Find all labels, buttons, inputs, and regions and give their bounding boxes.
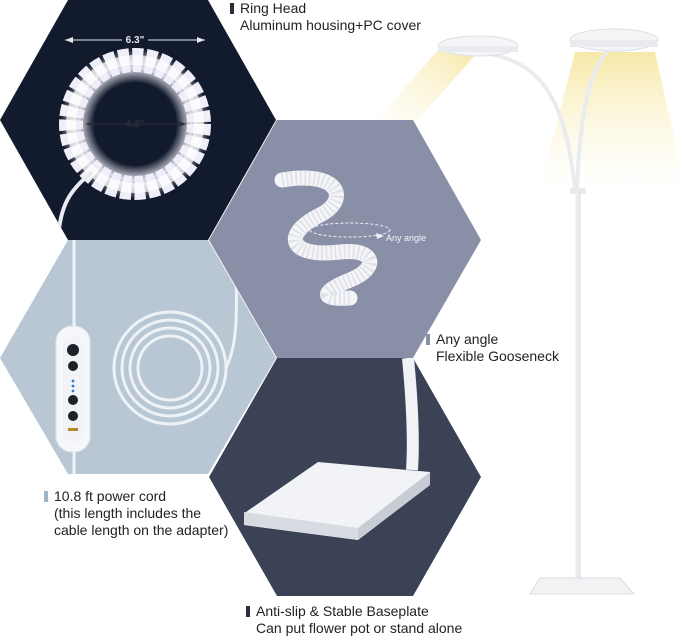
- inner-dimension-label: 4.3": [126, 119, 145, 130]
- caption-marker: [44, 491, 48, 502]
- any-angle-label: Any angle: [386, 233, 426, 243]
- floor-lamp: [437, 28, 659, 595]
- caption-marker: [246, 606, 250, 617]
- gooseneck-caption: Any angle Flexible Gooseneck: [426, 331, 559, 365]
- power-cord-hexagon: [0, 240, 276, 474]
- brightness-button-icon: [68, 395, 78, 405]
- ring-head-title: Ring Head: [240, 0, 307, 16]
- ring-head-hexagon: 6.3" 4.3": [0, 0, 276, 240]
- gooseneck-title: Any angle: [436, 331, 499, 347]
- power-button-icon: [67, 344, 79, 356]
- gooseneck-hexagon: Any angle: [209, 120, 481, 358]
- power-cord-note-1: (this length includes the: [54, 505, 202, 521]
- power-cord-note-2: cable length on the adapter): [54, 522, 229, 538]
- ring-head-subtitle: Aluminum housing+PC cover: [240, 17, 421, 33]
- baseplate-subtitle: Can put flower pot or stand alone: [256, 620, 463, 636]
- gooseneck-subtitle: Flexible Gooseneck: [436, 348, 559, 364]
- power-cord-title: 10.8 ft power cord: [54, 488, 167, 504]
- ring-head-caption: Ring Head Aluminum housing+PC cover: [230, 0, 421, 34]
- lamp-light-glow: [368, 48, 679, 190]
- caption-marker: [230, 3, 234, 14]
- baseplate-hexagon: [209, 358, 481, 596]
- caption-marker: [426, 334, 430, 345]
- mode-button-icon: [68, 361, 78, 371]
- power-cord-caption: 10.8 ft power cord (this length includes…: [44, 488, 228, 539]
- baseplate-caption: Anti-slip & Stable Baseplate Can put flo…: [246, 603, 462, 637]
- timer-button-icon: [68, 411, 78, 421]
- outer-dimension-label: 6.3": [126, 35, 145, 46]
- baseplate-title: Anti-slip & Stable Baseplate: [256, 603, 429, 619]
